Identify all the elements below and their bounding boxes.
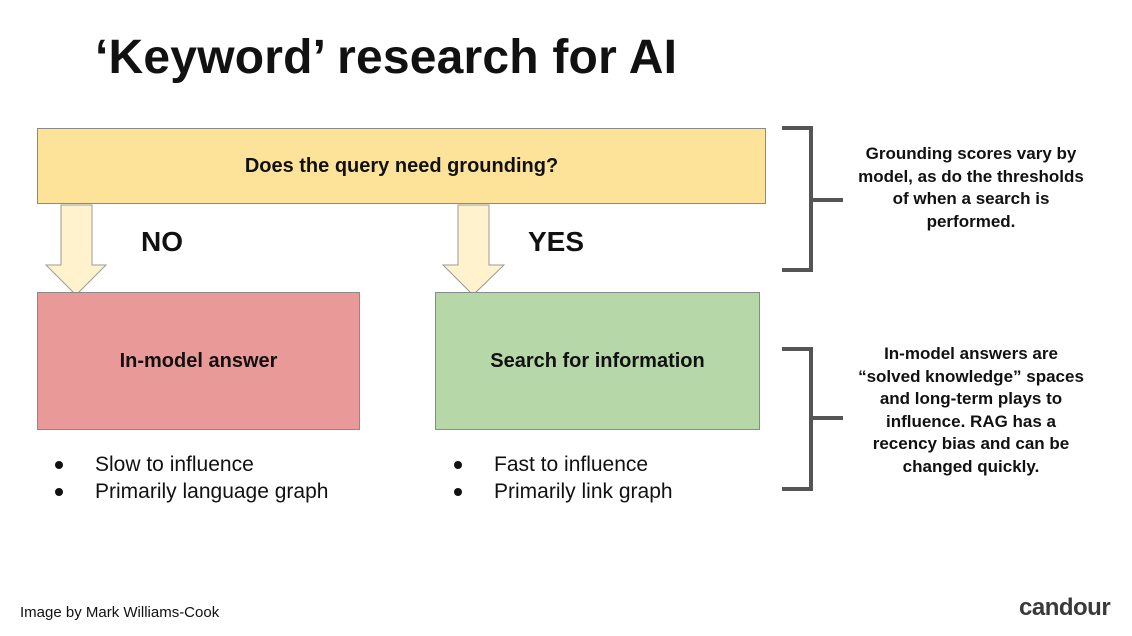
note-line: changed quickly. xyxy=(902,456,1040,476)
list-item: Primarily language graph xyxy=(36,478,328,505)
slide-title: ‘Keyword’ research for AI xyxy=(95,31,678,84)
search-for-information-box: Search for information xyxy=(435,292,760,430)
yes-arrow-icon xyxy=(441,204,506,296)
yes-bullet-list: Fast to influence Primarily link graph xyxy=(435,451,673,505)
note-line: model, as do the thresholds xyxy=(858,166,1084,186)
note-line: and long-term plays to xyxy=(879,389,1063,408)
list-item: Fast to influence xyxy=(435,451,673,478)
list-item: Slow to influence xyxy=(36,451,328,478)
no-arrow-icon xyxy=(44,204,108,296)
in-model-answer-text: In-model answer xyxy=(119,349,278,372)
image-credit: Image by Mark Williams-Cook xyxy=(20,604,220,621)
note-line: performed. xyxy=(926,211,1016,231)
question-text: Does the query need grounding? xyxy=(244,154,559,177)
no-bullet-list: Slow to influence Primarily language gra… xyxy=(36,451,328,505)
list-item: Primarily link graph xyxy=(435,478,673,505)
question-box: Does the query need grounding? xyxy=(37,128,766,204)
note-line: “solved knowledge” spaces xyxy=(858,366,1084,386)
candour-logo: candour xyxy=(1019,594,1111,621)
yes-label: YES xyxy=(528,226,585,257)
note-line: In-model answers are xyxy=(884,344,1058,363)
note-line: Grounding scores vary by xyxy=(865,144,1077,163)
top-bracket-icon xyxy=(782,126,843,272)
note-line: of when a search is xyxy=(892,189,1050,208)
bottom-bracket-icon xyxy=(782,347,843,491)
search-for-information-text: Search for information xyxy=(490,349,705,372)
in-model-answer-box: In-model answer xyxy=(37,292,360,430)
note-line: recency bias and can be xyxy=(872,434,1070,453)
note-line: influence. RAG has a xyxy=(885,411,1057,431)
no-label: NO xyxy=(141,226,183,257)
grounding-note: Grounding scores vary by model, as do th… xyxy=(836,143,1106,233)
in-model-note: In-model answers are “solved knowledge” … xyxy=(836,343,1106,478)
